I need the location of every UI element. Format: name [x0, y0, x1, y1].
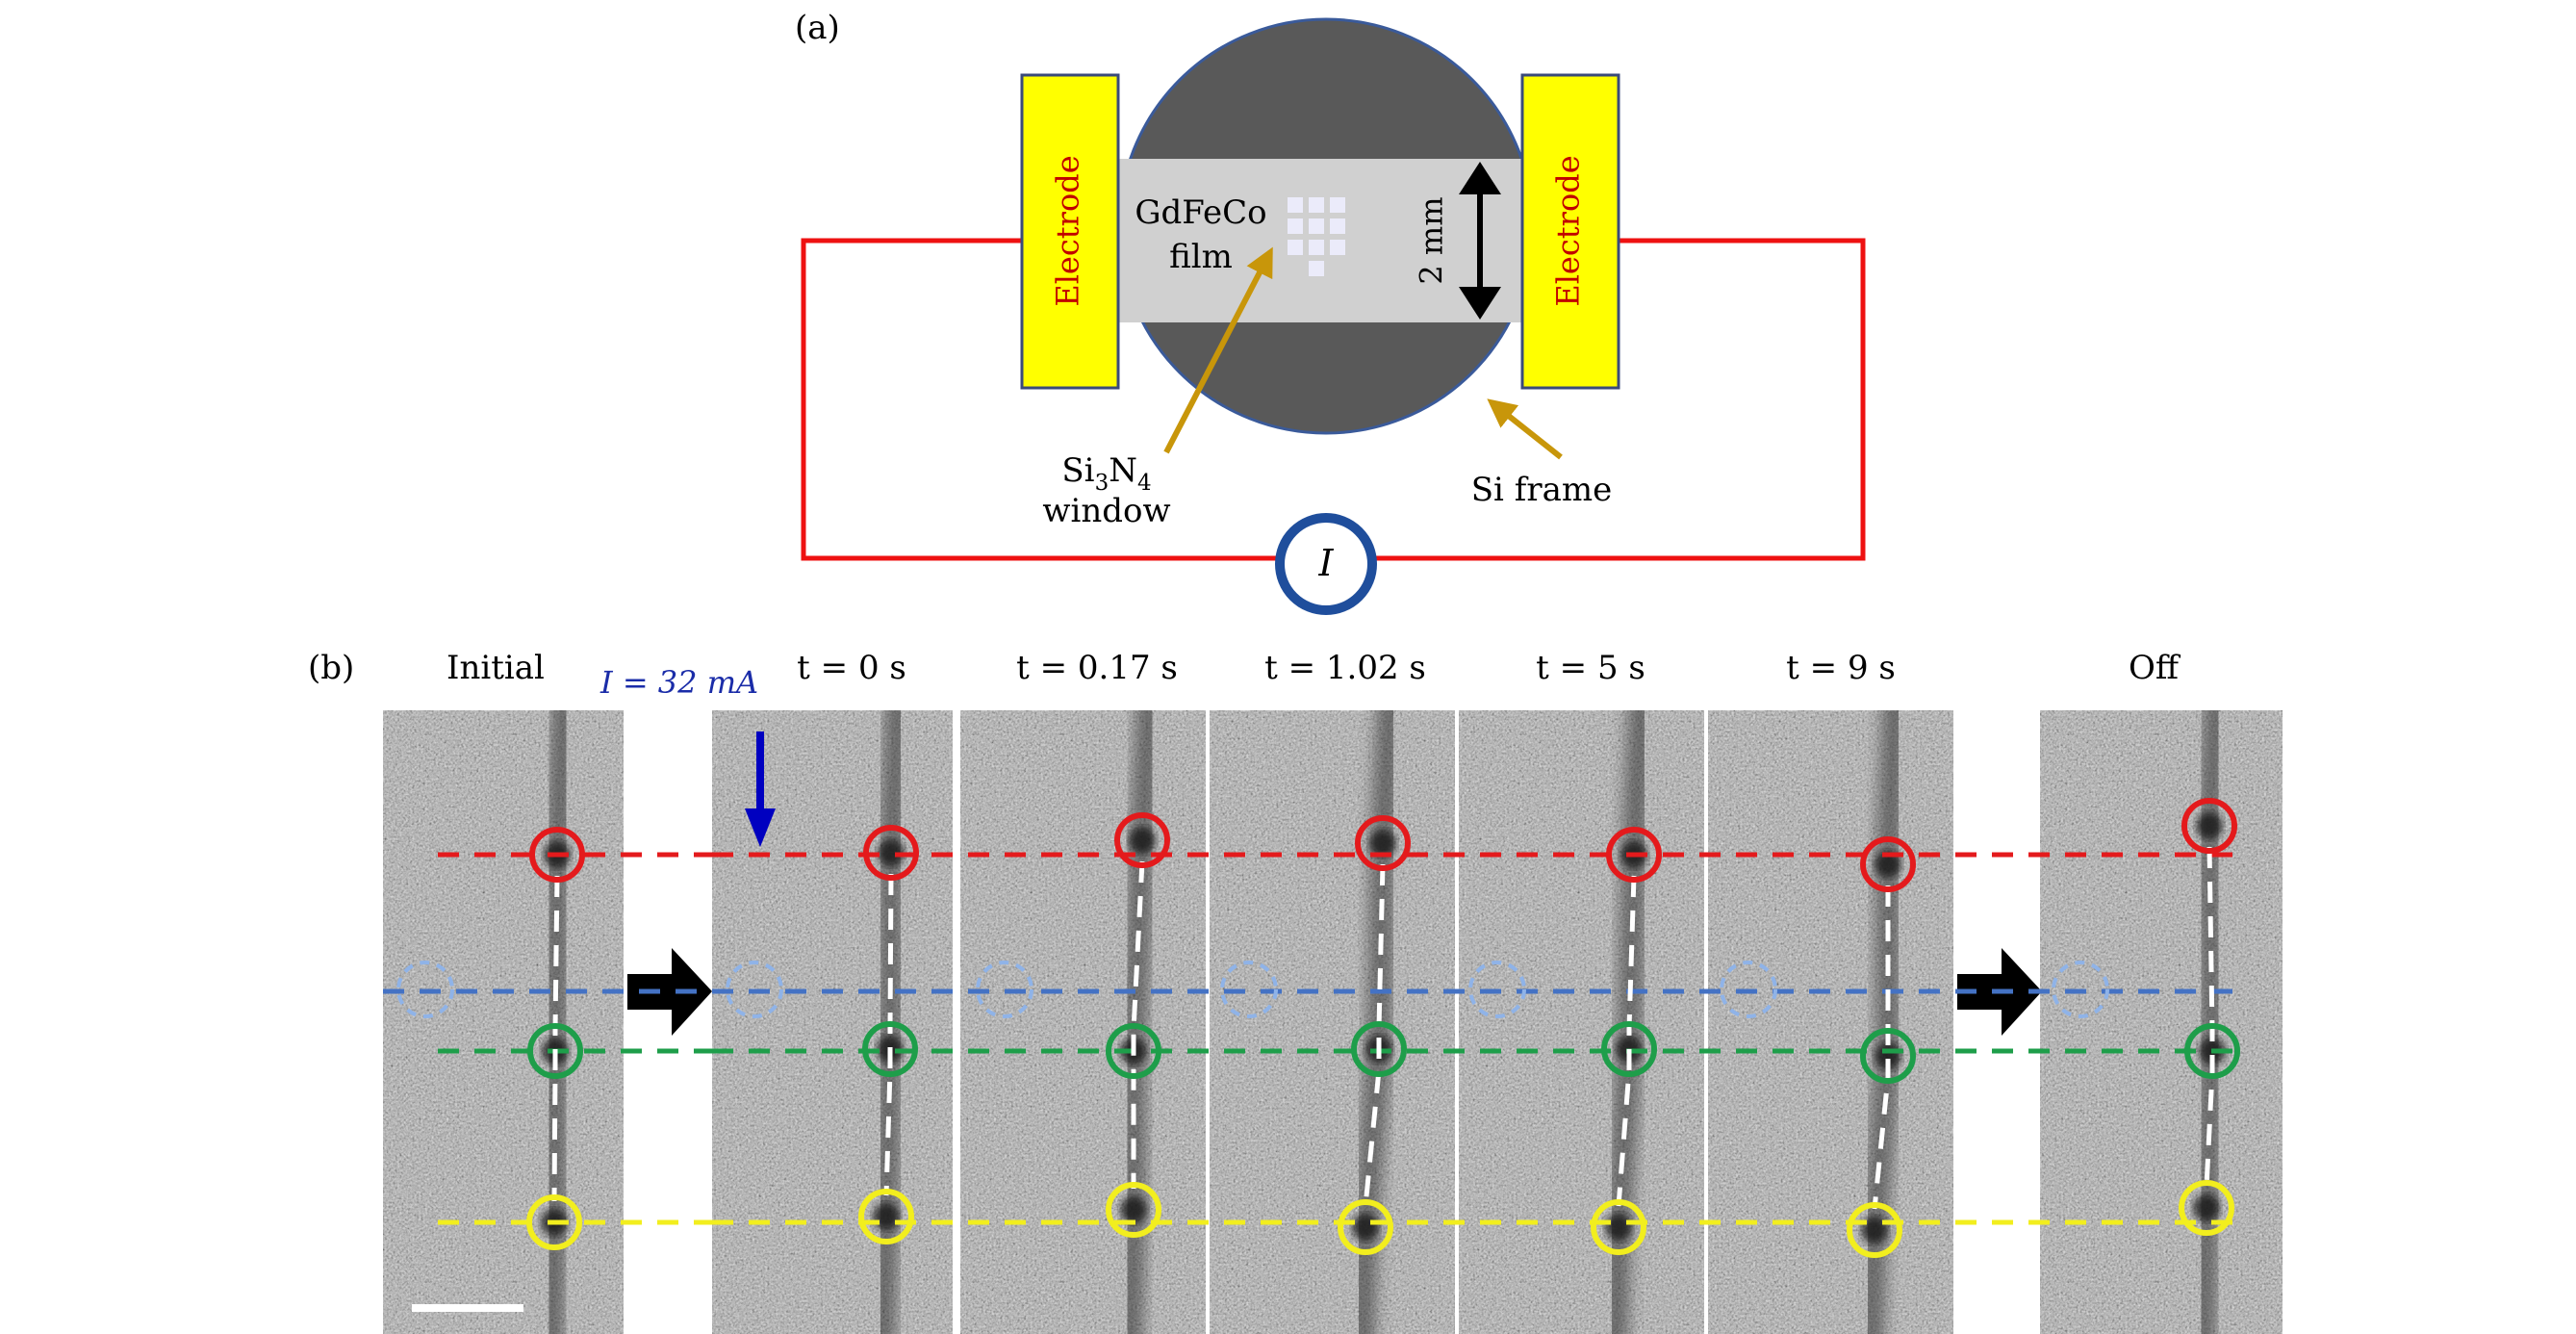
- panel-b-label: (b): [308, 649, 354, 687]
- reference-marker: [1220, 961, 1278, 1018]
- marker-green: [2184, 1023, 2240, 1079]
- reference-marker: [1468, 961, 1526, 1018]
- domain-wall-link: [1363, 863, 1386, 1207]
- frame-title: t = 0 s: [797, 649, 906, 687]
- marker-yellow: [1847, 1202, 1902, 1258]
- marker-yellow: [858, 1189, 914, 1244]
- film-label: GdFeCo: [1135, 193, 1266, 232]
- circuit-wire: [1374, 238, 1866, 561]
- marker-yellow: [2179, 1180, 2234, 1236]
- marker-green: [1351, 1021, 1407, 1077]
- reference-marker: [2052, 961, 2109, 1018]
- marker-yellow: [1338, 1199, 1393, 1255]
- domain-wall-link: [1131, 860, 1145, 1189]
- current-source-symbol: I: [1317, 542, 1334, 584]
- marker-red: [1606, 827, 1662, 883]
- marker-red: [2181, 798, 2237, 854]
- transition-arrow-on: [627, 948, 712, 1036]
- panel-a-label: (a): [795, 9, 840, 47]
- window-label: Si3N4: [1061, 451, 1151, 496]
- window-label-2: window: [1042, 492, 1170, 530]
- microscopy-frame: [1708, 710, 1953, 1334]
- domain-wall-link: [1872, 885, 1891, 1210]
- domain-wall-link: [883, 873, 894, 1196]
- current-label: I = 32 mA: [599, 664, 758, 701]
- microscopy-frames: [383, 710, 2283, 1334]
- sample-array: [1288, 197, 1345, 276]
- scale-bar: [412, 1304, 523, 1312]
- film-label-2: film: [1169, 238, 1233, 276]
- domain-wall-link: [551, 875, 560, 1202]
- window-pointer-arrow: [1163, 246, 1273, 454]
- frame-titles: Initial t = 0 s t = 0.17 s t = 1.02 s t = 5 …: [446, 649, 2181, 687]
- width-label: 2 mm: [1414, 196, 1450, 284]
- marker-green: [1106, 1023, 1161, 1079]
- frame-pointer-arrow: [1487, 398, 1563, 460]
- reference-marker: [396, 961, 454, 1018]
- electrode-left: [1020, 73, 1120, 390]
- panel-a: (a) Electrode Electrode GdFeCo film 2 m: [795, 9, 1866, 615]
- frame-label: Si frame: [1471, 471, 1612, 509]
- current-on-arrow: [745, 731, 776, 847]
- microscopy-frame: [1210, 710, 1455, 1334]
- current-source: [1275, 513, 1377, 615]
- circuit-wire: [801, 238, 1280, 561]
- frame-title: t = 0.17 s: [1016, 649, 1178, 687]
- frame-title: t = 1.02 s: [1264, 649, 1426, 687]
- marker-yellow: [1591, 1199, 1646, 1255]
- frame-title: t = 5 s: [1536, 649, 1645, 687]
- microscopy-frame: [2040, 710, 2283, 1334]
- marker-red: [529, 827, 585, 883]
- microscopy-frame: [383, 710, 624, 1334]
- microscopy-frame: [960, 710, 1206, 1334]
- marker-green: [862, 1021, 918, 1077]
- tracking-overlay: [383, 798, 2242, 1258]
- frame-title: Initial: [446, 649, 545, 687]
- marker-red: [1860, 836, 1916, 892]
- microscopy-frame: [712, 710, 953, 1334]
- marker-red: [863, 825, 919, 881]
- marker-green: [527, 1023, 583, 1079]
- panel-b: (b) Initial t = 0 s t = 0.17 s t = 1.02 s t …: [308, 649, 2283, 1334]
- marker-green: [1860, 1028, 1916, 1084]
- reference-marker: [976, 961, 1033, 1018]
- marker-red: [1114, 812, 1170, 868]
- frame-title: Off: [2129, 649, 2181, 687]
- frame-title: t = 9 s: [1786, 649, 1896, 687]
- microscopy-frame: [1459, 710, 1704, 1334]
- electrode-right-label: Electrode: [1550, 155, 1587, 306]
- width-arrow: [1459, 162, 1501, 320]
- marker-yellow: [1106, 1182, 1161, 1238]
- electrode-right: [1520, 73, 1620, 390]
- reference-marker: [1720, 961, 1777, 1018]
- electrode-left-label: Electrode: [1050, 155, 1086, 306]
- domain-wall-link: [1616, 875, 1637, 1207]
- domain-wall-link: [2204, 846, 2215, 1188]
- reference-marker: [726, 961, 783, 1018]
- marker-red: [1355, 815, 1411, 871]
- marker-yellow: [526, 1194, 582, 1250]
- marker-green: [1601, 1021, 1657, 1077]
